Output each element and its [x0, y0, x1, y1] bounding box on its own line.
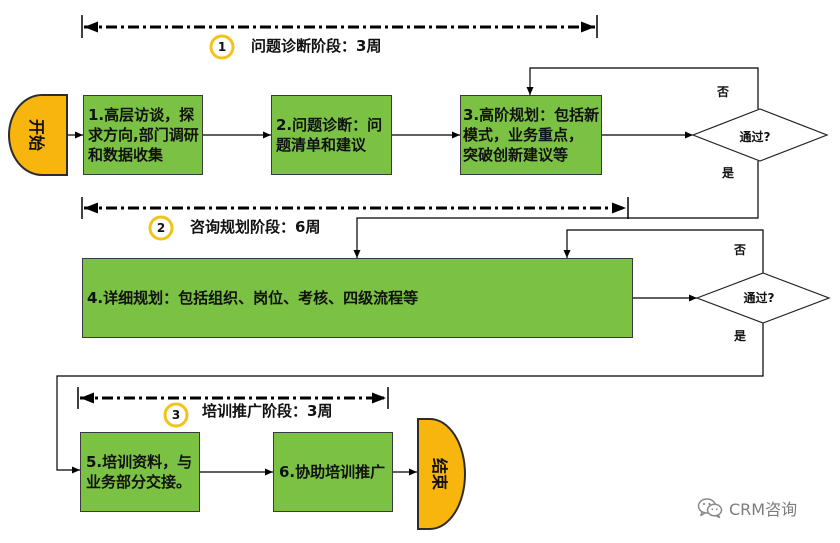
connector-decision-2-no-loop — [563, 229, 764, 273]
decision-1-yes-label: 是 — [721, 166, 735, 180]
step-2-box: 2.问题诊断：问 题清单和建议 — [271, 95, 392, 175]
phase-3-timeline: 3 培训推广阶段：3周 — [77, 387, 389, 428]
step-4-box: 4.详细规划：包括组织、岗位、考核、四级流程等 — [82, 258, 633, 338]
phase-2-marker — [148, 215, 174, 241]
decision-1-diamond — [691, 108, 829, 162]
phase-1-number: 1 — [218, 40, 226, 54]
step-6-text-line: 6.协助培训推广 — [279, 463, 386, 481]
step-5-text-line: 业务部分交接。 — [86, 473, 192, 491]
step-5-box: 5.培训资料，与 业务部分交接。 — [80, 432, 200, 512]
wechat-icon — [697, 498, 723, 519]
phase-3-marker — [163, 402, 189, 428]
decision-1: 通过? 否 是 — [691, 85, 829, 180]
watermark: CRM咨询 — [697, 496, 797, 520]
phase-2-label: 咨询规划阶段：6周 — [190, 218, 320, 236]
step-3-text-line: 模式，业务重点， — [463, 126, 584, 144]
step-5-text-line: 5.培训资料，与 — [86, 453, 193, 471]
step-1-text-line: 求方向,部门调研 — [88, 126, 199, 144]
phase-1-label: 问题诊断阶段：3周 — [251, 37, 381, 55]
step-1-text-line: 和数据收集 — [88, 146, 164, 164]
phase-2-timeline: 2 咨询规划阶段：6周 — [81, 197, 629, 241]
phase-1-timeline: 1 问题诊断阶段：3周 — [81, 15, 598, 60]
step-3-text-line: 3.高阶规划：包括新 — [463, 106, 600, 124]
step-6-box: 6.协助培训推广 — [273, 432, 393, 512]
decision-1-question: 通过? — [740, 129, 771, 144]
connector-decision-1-no-loop — [526, 67, 759, 109]
phase-3-number: 3 — [172, 408, 180, 422]
step-1-text-line: 1.高层访谈，探 — [88, 106, 195, 124]
decision-2-question: 通过? — [744, 290, 775, 305]
decision-2: 通过? 否 是 — [695, 243, 831, 343]
decision-2-no-label: 否 — [733, 243, 746, 257]
connector-decision-1-yes-to-step-4 — [353, 161, 759, 258]
step-4-text-line: 4.详细规划：包括组织、岗位、考核、四级流程等 — [87, 289, 419, 307]
decision-2-diamond — [695, 272, 831, 324]
start-terminal: 开始 — [8, 94, 68, 176]
watermark-text: CRM咨询 — [729, 500, 798, 519]
phase-3-label: 培训推广阶段：3周 — [202, 402, 332, 420]
start-terminal-label: 开始 — [26, 118, 46, 152]
step-3-text-line: 突破创新建议等 — [463, 146, 569, 164]
step-2-text-line: 2.问题诊断：问 — [276, 116, 383, 134]
end-terminal-label: 结束 — [430, 457, 450, 491]
decision-1-no-label: 否 — [716, 85, 729, 99]
decision-2-yes-label: 是 — [733, 329, 747, 343]
connector-decision-2-yes-to-step-5 — [56, 323, 764, 474]
phase-1-marker — [209, 34, 235, 60]
step-1-box: 1.高层访谈，探 求方向,部门调研 和数据收集 — [83, 95, 203, 175]
phase-2-number: 2 — [157, 221, 165, 235]
step-2-text-line: 题清单和建议 — [276, 136, 367, 154]
step-3-box: 3.高阶规划：包括新 模式，业务重点， 突破创新建议等 — [460, 95, 602, 175]
